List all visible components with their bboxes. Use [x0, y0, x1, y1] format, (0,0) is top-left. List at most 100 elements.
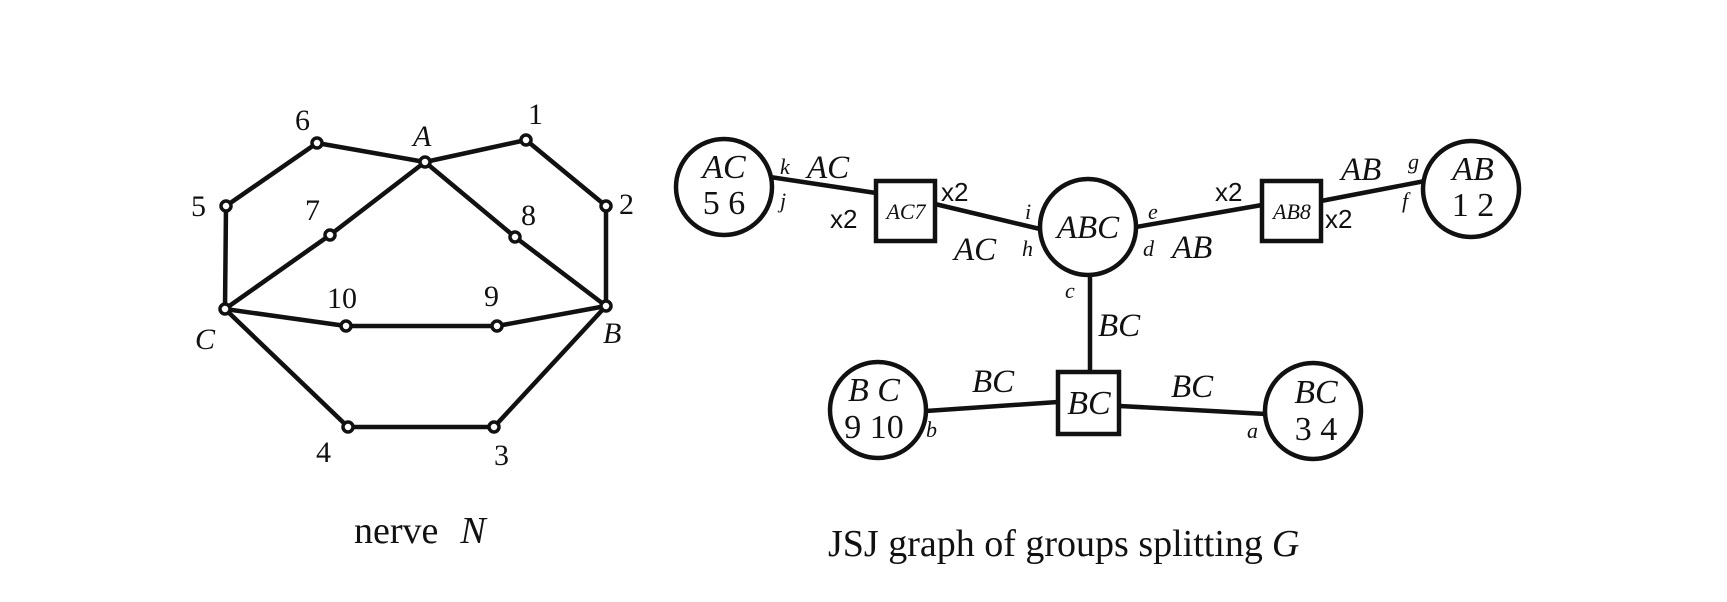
node-ac56-line2: 5 6	[703, 185, 746, 222]
node-ab8	[1259, 178, 1324, 244]
label-3: 3	[494, 439, 509, 472]
jsj-edge-labels: AC AC AB AB BC BC BC	[805, 150, 1381, 405]
vertex-C	[218, 302, 232, 316]
multiplicity-ac7-left: x2	[830, 204, 857, 234]
edge-7-C	[222, 232, 333, 312]
label-7: 7	[305, 194, 320, 227]
node-ab8-label: AB8	[1271, 199, 1311, 224]
edge-bc-bc34	[1117, 403, 1269, 417]
node-ac7-label: AC7	[884, 199, 926, 224]
edge-3-B	[491, 303, 609, 430]
end-letter-h: h	[1022, 236, 1033, 261]
label-B: B	[603, 317, 621, 350]
jsj-graph: AC 5 6 AC7 ABC AB8 AB 1 2 B C 9 10 BC BC…	[673, 136, 1522, 565]
edge-C-4	[222, 306, 351, 430]
node-ac56-line1: AC	[700, 149, 746, 186]
end-letter-g: g	[1408, 149, 1419, 174]
edge-8-B	[512, 234, 609, 309]
node-bc34	[1262, 360, 1364, 462]
label-4: 4	[316, 436, 331, 469]
label-6: 6	[295, 104, 310, 137]
end-letter-b: b	[926, 417, 937, 442]
vertex-8	[508, 230, 522, 244]
vertex-10	[339, 319, 353, 333]
edge-bc910-bc	[923, 399, 1061, 414]
vertex-1	[519, 133, 533, 147]
multiplicity-ac7-right: x2	[941, 177, 968, 207]
end-letter-k: k	[780, 154, 791, 179]
edge-label-bc-vertical: BC	[1098, 308, 1141, 344]
vertex-5	[219, 199, 233, 213]
jsj-edges	[767, 174, 1428, 417]
vertex-2	[599, 199, 613, 213]
jsj-multiplicity-labels: x2 x2 x2 x2	[830, 177, 1352, 234]
node-ab12-line1: AB	[1450, 151, 1494, 188]
edge-C-10	[222, 306, 349, 329]
jsj-node-labels: AC 5 6 AC7 ABC AB8 AB 1 2 B C 9 10 BC BC…	[700, 149, 1494, 448]
node-abc	[1037, 176, 1139, 278]
nerve-caption-symbol: N	[459, 510, 488, 552]
edge-9-B	[494, 303, 609, 329]
end-letter-i: i	[1025, 199, 1031, 224]
edge-ac56-ac7	[767, 174, 879, 196]
nerve-caption-prefix: nerve	[354, 510, 438, 552]
node-ac7	[873, 178, 938, 244]
edge-A-8	[422, 159, 518, 240]
vertex-4	[341, 420, 355, 434]
label-5: 5	[191, 190, 206, 223]
node-bc-label: BC	[1067, 385, 1111, 422]
label-A: A	[411, 120, 432, 153]
nerve-vertices	[218, 133, 613, 434]
nerve-graph: A B C 1 2 3 4 5 6 7 8 9 10 nerve N	[191, 98, 634, 552]
node-abc-label: ABC	[1055, 210, 1120, 246]
end-letter-j: j	[777, 188, 786, 213]
vertex-A	[418, 155, 432, 169]
vertex-7	[323, 228, 337, 242]
edge-label-ab-top: AB	[1339, 152, 1381, 188]
edge-label-ac-bottom: AC	[952, 232, 997, 268]
jsj-edge-end-letters: a b c d e f g h i j k	[777, 149, 1419, 443]
label-10: 10	[327, 282, 357, 315]
edge-6-5	[223, 140, 320, 209]
edge-ab8-ab12	[1318, 178, 1428, 204]
node-ab12-line2: 1 2	[1452, 187, 1495, 224]
node-bc34-line1: BC	[1294, 374, 1338, 411]
edge-abc-ab8	[1133, 202, 1265, 230]
multiplicity-ab8-left: x2	[1215, 177, 1242, 207]
label-8: 8	[521, 199, 536, 232]
edge-ac7-abc	[932, 201, 1043, 232]
edge-label-bc-left: BC	[972, 364, 1015, 400]
multiplicity-ab8-right: x2	[1325, 204, 1352, 234]
edge-1-2	[523, 137, 609, 209]
edge-A-1	[422, 137, 529, 165]
vertex-9	[490, 319, 504, 333]
edge-6-A	[314, 140, 428, 165]
node-bc	[1055, 369, 1122, 437]
edge-A-7	[327, 159, 428, 238]
node-bc910-line1: B C	[848, 372, 900, 409]
node-bc910-line2: 9 10	[844, 409, 904, 446]
label-1: 1	[528, 98, 543, 131]
vertex-B	[599, 299, 613, 313]
nerve-caption: nerve N	[354, 510, 488, 552]
end-letter-e: e	[1148, 199, 1158, 224]
edge-label-ac-top: AC	[805, 150, 850, 186]
end-letter-d: d	[1143, 236, 1155, 261]
end-letter-a: a	[1247, 418, 1258, 443]
label-9: 9	[484, 280, 499, 313]
node-bc910	[827, 359, 929, 461]
nerve-labels: A B C 1 2 3 4 5 6 7 8 9 10	[191, 98, 634, 472]
vertex-6	[310, 136, 324, 150]
edge-label-bc-right: BC	[1171, 369, 1214, 405]
jsj-caption-prefix: JSJ graph of groups splitting	[828, 523, 1263, 565]
jsj-nodes	[673, 136, 1522, 462]
end-letter-c: c	[1065, 278, 1075, 303]
jsj-caption-symbol: G	[1272, 523, 1299, 565]
edge-label-ab-bottom: AB	[1170, 230, 1212, 266]
node-ac56	[673, 136, 775, 238]
node-ab12	[1420, 138, 1522, 240]
label-2: 2	[619, 188, 634, 221]
nerve-edges	[222, 137, 609, 430]
